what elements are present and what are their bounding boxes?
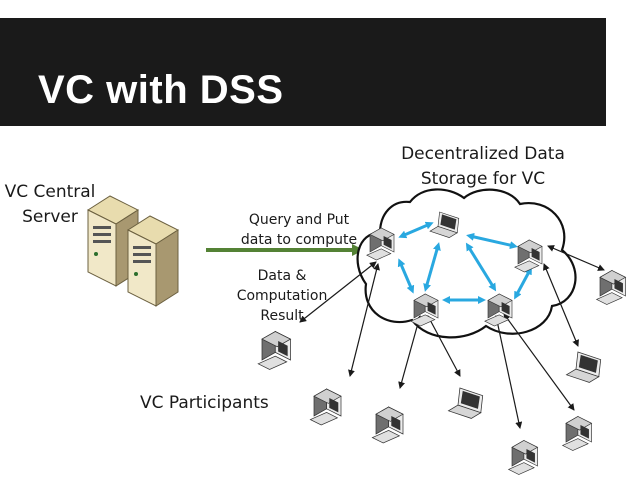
desktop-computer-icon [596,270,626,305]
desktop-computer-icon [562,416,592,451]
query-label: Query and Put data to compute [240,212,358,248]
server-tower-icon [87,195,179,307]
cloud-exchange-arrows [397,221,532,304]
central-server-label: VC Central Server [4,182,96,227]
laptop-icon [566,351,602,383]
result-label: Data & Computation Result [236,268,328,324]
participants-label: VC Participants [140,393,269,413]
desktop-computer-icon [309,388,342,426]
storage-label: Decentralized Data Storage for VC [401,144,565,189]
laptop-icon [448,387,484,419]
cloud-shape [356,188,577,339]
desktop-computer-icon [371,406,404,444]
title-bar [0,18,606,126]
desktop-computer-icon [508,440,538,475]
slide-title: VC with DSS [38,68,284,112]
peer-connection-lines [299,245,605,429]
desktop-computer-icon [257,331,291,370]
